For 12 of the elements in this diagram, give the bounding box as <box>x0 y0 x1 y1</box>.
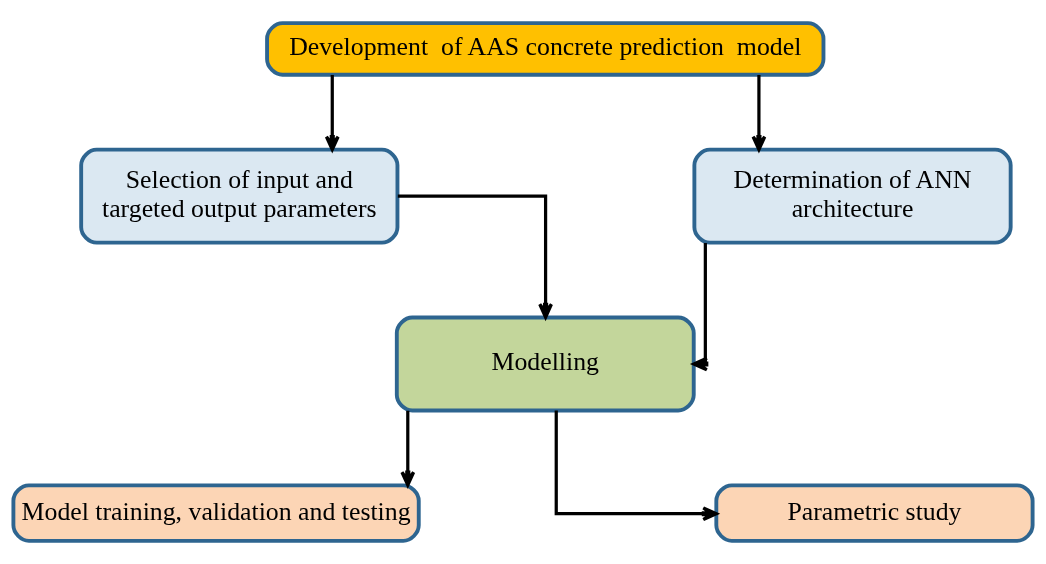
node-box: Model training, validation and testing <box>11 483 421 543</box>
node-box: Selection of input and targeted output parameters <box>79 147 400 245</box>
node-box: Parametric study <box>714 483 1035 543</box>
node-box: Determination of ANN architecture <box>692 147 1013 245</box>
arrow <box>751 74 767 152</box>
node-box: Development of AAS concrete prediction model <box>265 21 826 77</box>
arrow <box>554 410 718 522</box>
node-box: Modelling <box>394 315 696 413</box>
arrow <box>400 410 416 487</box>
arrow <box>324 74 340 152</box>
arrow <box>397 194 553 319</box>
arrow <box>692 242 709 372</box>
